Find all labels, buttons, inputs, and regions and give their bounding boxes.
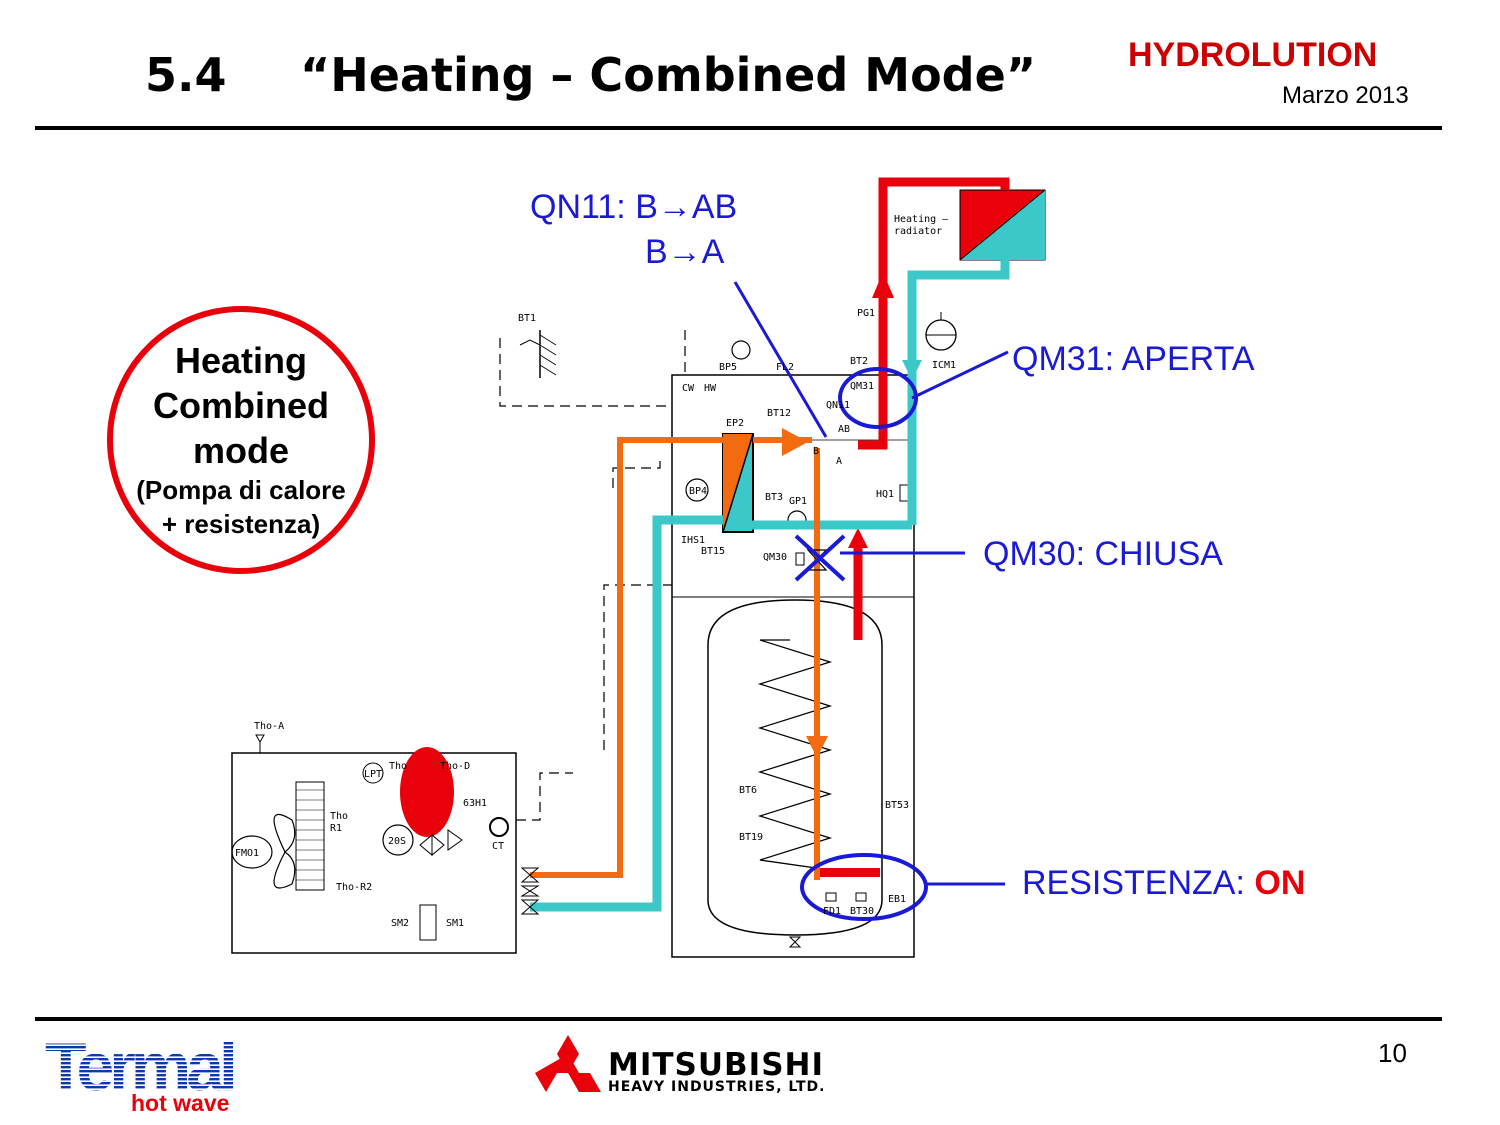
svg-text:AB: AB bbox=[838, 424, 850, 435]
footer-rule bbox=[35, 1017, 1442, 1021]
svg-text:SM1: SM1 bbox=[446, 918, 464, 929]
svg-text:QM30: QM30 bbox=[763, 552, 787, 563]
mode-line-5: + resistenza) bbox=[161, 509, 321, 539]
mode-line-3: mode bbox=[192, 430, 289, 471]
date-label: Marzo 2013 bbox=[1282, 82, 1409, 109]
resistenza-callout: RESISTENZA: ON bbox=[1022, 864, 1305, 903]
svg-text:ICM1: ICM1 bbox=[932, 360, 956, 371]
eb1-highlight bbox=[800, 853, 928, 921]
mode-line-4: (Pompa di calore bbox=[136, 475, 346, 505]
water-tank bbox=[707, 599, 883, 936]
svg-text:CT: CT bbox=[492, 841, 504, 852]
compressor bbox=[400, 747, 454, 837]
svg-text:CW: CW bbox=[682, 383, 695, 394]
brand-name: HYDROLUTION bbox=[1128, 36, 1378, 74]
section-number: 5.4 bbox=[145, 48, 227, 102]
svg-text:BT3: BT3 bbox=[765, 492, 783, 503]
svg-text:HQ1: HQ1 bbox=[876, 489, 894, 500]
svg-text:B: B bbox=[813, 446, 819, 457]
svg-text:BT19: BT19 bbox=[739, 832, 763, 843]
svg-text:PG1: PG1 bbox=[857, 308, 875, 319]
svg-text:63H1: 63H1 bbox=[463, 798, 487, 809]
svg-text:A: A bbox=[836, 456, 842, 467]
mitsubishi-logo bbox=[533, 1033, 873, 1095]
svg-text:Tho-R2: Tho-R2 bbox=[336, 882, 372, 893]
page-title: 5.4 “Heating – Combined Mode” bbox=[145, 48, 1036, 102]
svg-text:HW: HW bbox=[704, 383, 717, 394]
header-rule bbox=[35, 126, 1442, 130]
svg-text:20S: 20S bbox=[388, 836, 406, 847]
mitsubishi-name: MITSUBISHI bbox=[608, 1047, 824, 1083]
svg-text:QN11: QN11 bbox=[826, 400, 850, 411]
qm31-highlight bbox=[838, 367, 918, 429]
svg-text:BT1: BT1 bbox=[518, 313, 536, 324]
svg-text:BT53: BT53 bbox=[885, 800, 909, 811]
svg-text:BT6: BT6 bbox=[739, 785, 757, 796]
mode-line-2: Combined bbox=[153, 385, 329, 426]
svg-text:GP1: GP1 bbox=[789, 496, 807, 507]
svg-text:Tho-A: Tho-A bbox=[254, 721, 284, 732]
svg-text:FMO1: FMO1 bbox=[235, 848, 259, 859]
svg-text:BP4: BP4 bbox=[689, 486, 707, 497]
svg-text:BT2: BT2 bbox=[850, 356, 868, 367]
page-number: 10 bbox=[1378, 1038, 1407, 1068]
svg-text:BT15: BT15 bbox=[701, 546, 725, 557]
fan-motor bbox=[231, 835, 273, 869]
mode-badge: Heating Combined mode (Pompa di calore +… bbox=[107, 306, 375, 574]
svg-text:Tho: Tho bbox=[330, 811, 348, 822]
label-heating-radiator: Heating – bbox=[894, 214, 949, 225]
termal-sub: hot wave bbox=[131, 1090, 229, 1115]
mode-line-1: Heating bbox=[174, 340, 307, 381]
indoor-unit-frame bbox=[671, 374, 915, 958]
qn11-callout-line1: QN11: B→AB bbox=[530, 188, 738, 226]
tank-coil bbox=[757, 639, 833, 871]
svg-text:BT12: BT12 bbox=[767, 408, 791, 419]
svg-text:Tho-D: Tho-D bbox=[440, 761, 470, 772]
resistenza-state: ON bbox=[1254, 864, 1306, 902]
mitsubishi-sub: HEAVY INDUSTRIES, LTD. bbox=[608, 1079, 826, 1095]
qm31-callout: QM31: APERTA bbox=[1012, 340, 1255, 378]
svg-text:LPT: LPT bbox=[364, 769, 382, 780]
svg-text:radiator: radiator bbox=[894, 226, 942, 237]
qn11-callout-line2: B→A bbox=[645, 233, 725, 271]
svg-text:R1: R1 bbox=[330, 823, 342, 834]
svg-text:FD1: FD1 bbox=[823, 906, 841, 917]
svg-text:EP2: EP2 bbox=[726, 418, 744, 429]
qm30-callout: QM30: CHIUSA bbox=[983, 535, 1223, 573]
svg-text:BP5: BP5 bbox=[719, 362, 737, 373]
svg-text:BT30: BT30 bbox=[850, 906, 874, 917]
resistenza-label: RESISTENZA: bbox=[1022, 864, 1255, 902]
title-text: “Heating – Combined Mode” bbox=[300, 48, 1037, 102]
svg-text:FL2: FL2 bbox=[776, 362, 794, 373]
svg-text:QM31: QM31 bbox=[850, 381, 874, 392]
electric-heater-eb1 bbox=[820, 868, 880, 877]
termal-word: Termal bbox=[45, 1030, 234, 1105]
svg-text:SM2: SM2 bbox=[391, 918, 409, 929]
svg-text:Tho: Tho bbox=[389, 761, 407, 772]
svg-text:EB1: EB1 bbox=[888, 894, 906, 905]
termal-logo: Termal hot wave bbox=[45, 1029, 255, 1116]
svg-text:IHS1: IHS1 bbox=[681, 535, 705, 546]
